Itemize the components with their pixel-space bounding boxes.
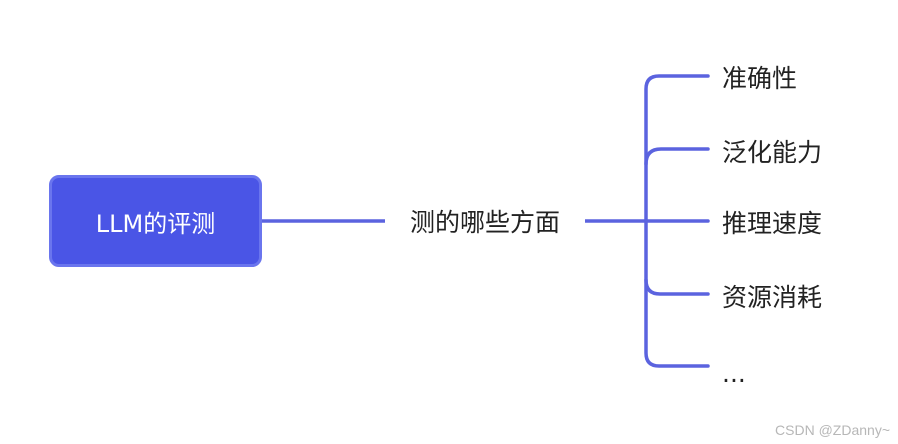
leaf-node-accuracy[interactable]: 准确性 [722,60,797,94]
leaf-label: 资源消耗 [722,283,823,312]
root-node-label: LLM的评测 [95,209,216,238]
leaf-label: ... [722,358,746,388]
leaf-label: 泛化能力 [722,138,823,167]
watermark: CSDN @ZDanny~ [775,422,890,438]
branch-node-label: 测的哪些方面 [409,208,560,237]
branch-node[interactable]: 测的哪些方面 [385,201,585,241]
leaf-node-resource-usage[interactable]: 资源消耗 [722,279,822,313]
leaf-label: 推理速度 [722,209,823,238]
leaf-connector-5 [644,219,710,368]
leaf-connector-2 [644,147,710,166]
leaf-node-ellipsis[interactable]: ... [722,356,746,390]
leaf-label: 准确性 [722,64,798,93]
leaf-connector-4 [644,278,710,296]
leaf-node-inference-speed[interactable]: 推理速度 [722,205,822,239]
leaf-connector-1 [644,74,710,223]
leaf-node-generalization[interactable]: 泛化能力 [722,134,822,168]
root-node[interactable]: LLM的评测 [49,175,262,267]
